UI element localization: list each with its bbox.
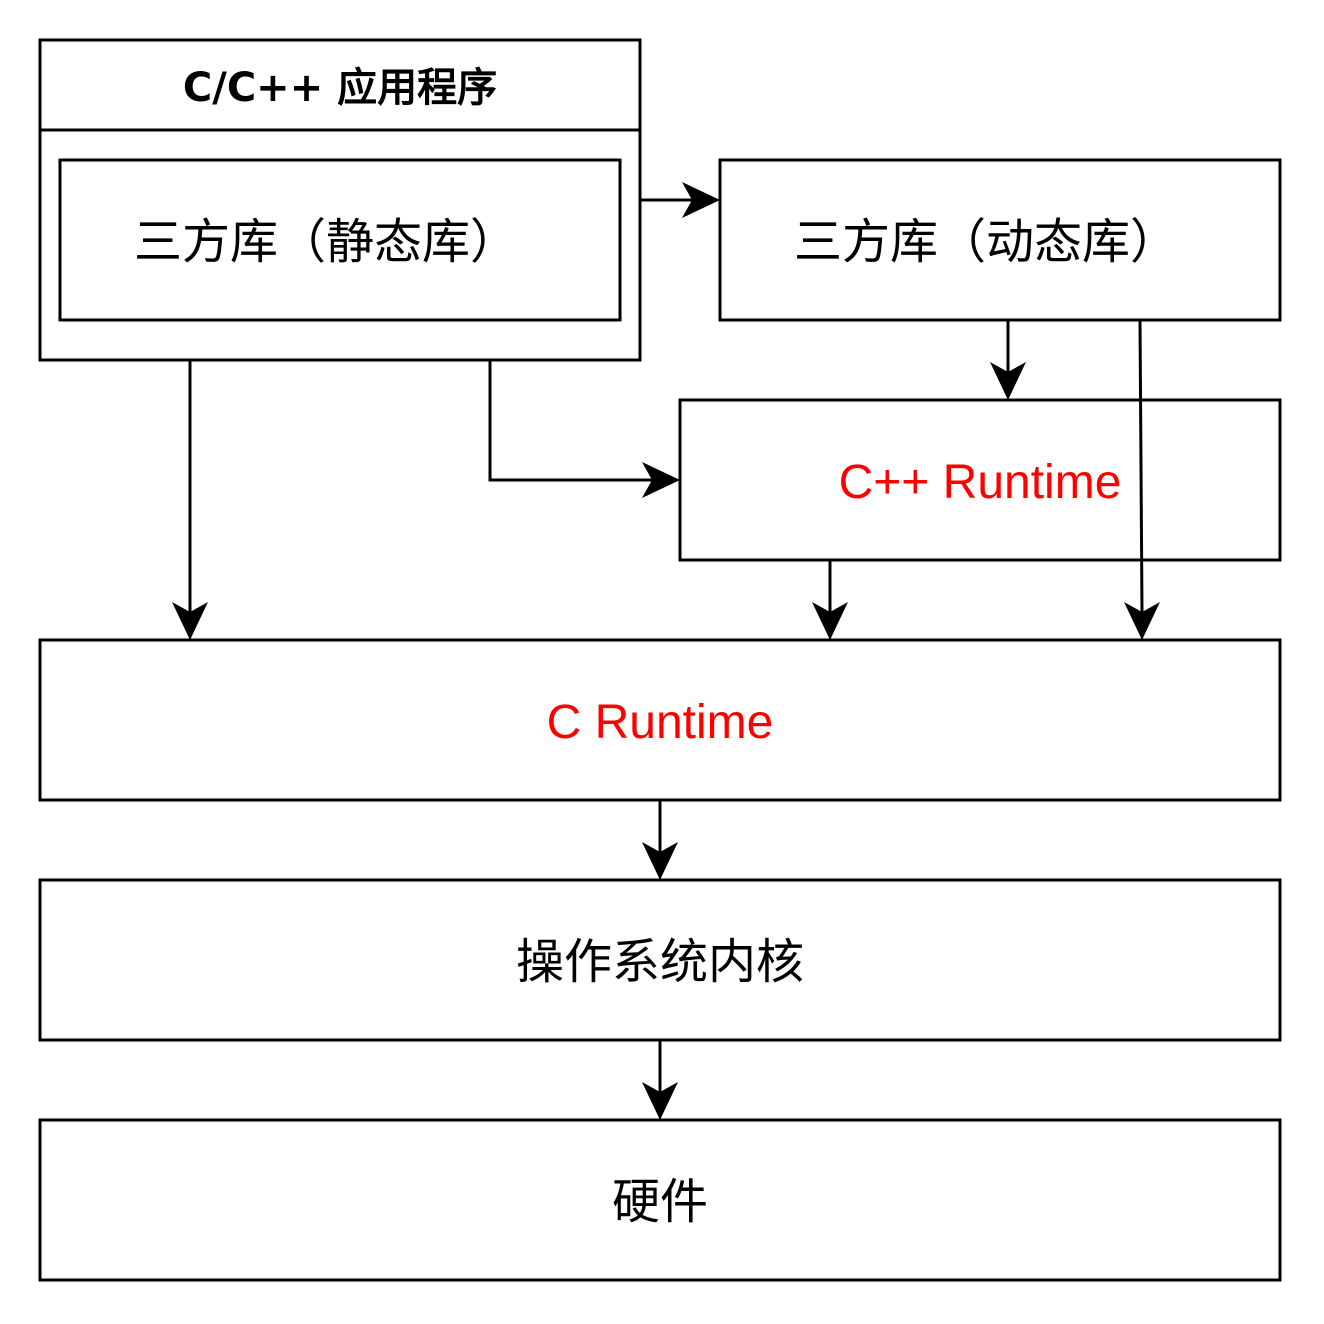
arrowhead — [642, 1082, 678, 1120]
edge-cpp-runtime-to-c-runtime — [812, 560, 848, 640]
os-kernel-label: 操作系统内核 — [516, 934, 804, 990]
os-kernel-node: 操作系统内核 — [38, 878, 1282, 1042]
arrowhead — [642, 462, 680, 498]
arrowhead — [1124, 602, 1160, 640]
arrowhead — [812, 602, 848, 640]
app-title: C/C++ 应用程序 — [183, 65, 497, 111]
edge-app-to-cpp-runtime — [488, 360, 680, 498]
dynamic-lib-label: 三方库（动态库） — [794, 214, 1178, 270]
edge-c-runtime-to-os-kernel — [642, 800, 678, 880]
static-lib-box — [58, 158, 622, 322]
arrowhead — [642, 842, 678, 880]
cpp-runtime-label: C++ Runtime — [839, 456, 1122, 509]
edge-dynamic-lib-to-c-runtime — [1124, 319, 1160, 640]
edge-app-to-c-runtime — [172, 360, 208, 640]
edge-app-to-dynamic-lib — [640, 182, 720, 218]
dynamic-lib-node: 三方库（动态库） — [718, 158, 1282, 322]
cpp-runtime-node: C++ Runtime — [678, 398, 1282, 562]
edge-dynamic-lib-to-cpp-runtime — [990, 320, 1026, 400]
arrowhead — [172, 602, 208, 640]
c-runtime-node: C Runtime — [38, 638, 1282, 802]
edge-os-kernel-to-hardware — [642, 1040, 678, 1120]
dynamic-lib-box — [718, 158, 1282, 322]
hardware-box — [38, 1118, 1282, 1282]
arrowhead — [990, 362, 1026, 400]
arrowhead — [682, 182, 720, 218]
c-runtime-label: C Runtime — [547, 696, 774, 749]
static-lib-label: 三方库（静态库） — [134, 214, 518, 270]
hardware-node: 硬件 — [38, 1118, 1282, 1282]
static-lib-node: 三方库（静态库） — [58, 158, 622, 322]
c-runtime-box — [38, 638, 1282, 802]
os-kernel-box — [38, 878, 1282, 1042]
hardware-label: 硬件 — [612, 1174, 708, 1230]
